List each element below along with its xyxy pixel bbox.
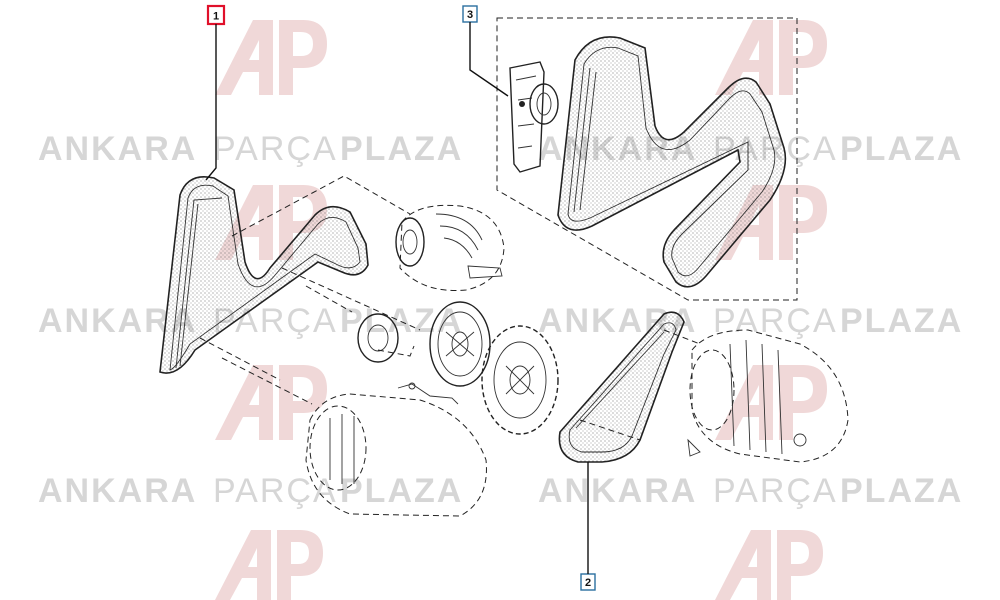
watermark-brand-1: ANKARA	[38, 130, 197, 168]
leader-line-3	[469, 22, 509, 97]
watermark-brand-3: PLAZA	[840, 130, 963, 168]
watermark-brand-3: PLAZA	[840, 472, 963, 510]
watermark: ANKARA PARÇA PLAZA ANKARA PARÇA PLAZA AN…	[38, 20, 963, 600]
damper-pulley[interactable]	[481, 325, 559, 435]
watermark-brand-2: PARÇA	[713, 472, 838, 510]
watermark-brand-2: PARÇA	[713, 302, 838, 340]
callout-1[interactable]: 1	[206, 4, 226, 26]
leader-line-1	[205, 24, 217, 181]
alternator[interactable]	[395, 204, 505, 292]
watermark-row-2-right: ANKARA PARÇA PLAZA	[538, 302, 963, 340]
watermark-brand-3: PLAZA	[340, 472, 463, 510]
belt-tensioner[interactable]	[509, 61, 559, 173]
callout-1-label: 1	[213, 11, 219, 23]
watermark-row-3-left: ANKARA PARÇA PLAZA	[38, 472, 463, 510]
poly-v-belt-main[interactable]	[159, 176, 369, 374]
watermark-brand-3: PLAZA	[340, 302, 463, 340]
alignment-lines	[199, 175, 701, 441]
idler-pulley-small[interactable]	[357, 313, 415, 363]
callout-3-label: 3	[467, 9, 473, 21]
watermark-brand-2: PARÇA	[213, 472, 338, 510]
watermark-brand-1: ANKARA	[538, 472, 697, 510]
callout-2-label: 2	[585, 577, 591, 589]
poly-v-belt-alternator[interactable]	[558, 311, 685, 463]
crankshaft-pulley[interactable]	[429, 301, 491, 387]
watermark-row-3-right: ANKARA PARÇA PLAZA	[538, 472, 963, 510]
watermark-brand-2: PARÇA	[213, 130, 338, 168]
poly-v-belt-kit[interactable]	[557, 36, 787, 288]
callout-2[interactable]: 2	[580, 573, 596, 591]
alternator-right[interactable]	[687, 329, 849, 463]
watermark-row-1-left: ANKARA PARÇA PLAZA	[38, 130, 463, 168]
ac-compressor[interactable]	[305, 382, 487, 517]
watermark-brand-3: PLAZA	[840, 302, 963, 340]
watermark-brand-1: ANKARA	[38, 472, 197, 510]
kit-outline	[496, 17, 798, 301]
watermark-brand-3: PLAZA	[340, 130, 463, 168]
callout-3[interactable]: 3	[462, 5, 478, 23]
